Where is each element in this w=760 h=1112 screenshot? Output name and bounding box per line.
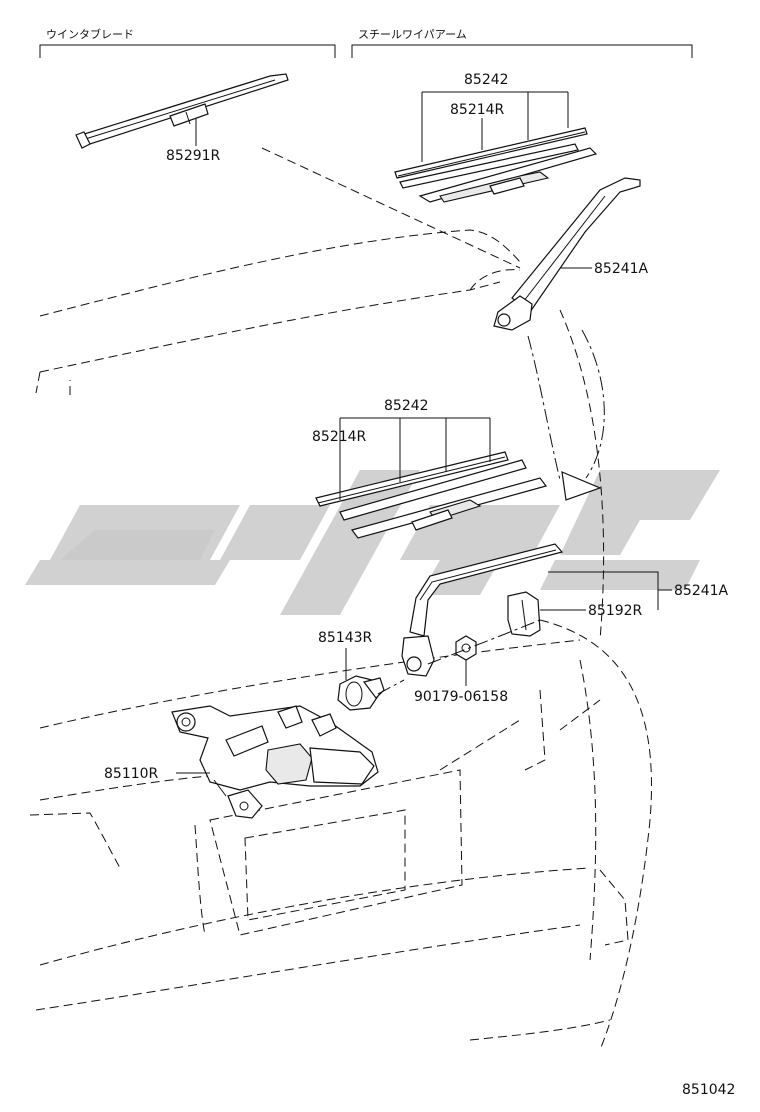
part-85241A-wiper-arm-bottom [401, 543, 564, 677]
label-85214R-mid: 85214R [312, 429, 367, 445]
label-90179-06158: 90179-06158 [414, 689, 508, 705]
label-85242-mid: 85242 [384, 398, 429, 414]
vehicle-body-outline [29, 147, 652, 1051]
part-85110R-wiper-motor [171, 705, 379, 819]
part-85242-blade-mid [350, 477, 548, 539]
part-85143R-grommet [337, 675, 385, 711]
part-85192R-cap [507, 591, 541, 637]
part-85291R-wiper-blade [75, 73, 289, 149]
group-label-steel-wiper-arm: スチールワイパアーム [358, 28, 467, 41]
figure-number: 851042 [682, 1082, 735, 1098]
label-85291R: 85291R [166, 148, 221, 164]
motion-arrow [527, 329, 605, 501]
group-bracket-steel-wiper-arm [351, 44, 693, 58]
group-label-wiper-blade: ウインタブレード [46, 27, 134, 41]
part-90179-06158-nut [455, 635, 477, 661]
centerline-grommet [377, 679, 405, 695]
part-85241A-wiper-arm-top [493, 177, 641, 331]
label-85242-top: 85242 [464, 72, 509, 88]
leaders-85242-top [421, 92, 569, 162]
part-85214R-rubber-top [394, 127, 588, 189]
part-85242-blade-top [418, 147, 598, 203]
leader-85241A-bottom [548, 571, 672, 610]
group-bracket-wiper-blade [39, 44, 336, 58]
part-85214R-rubber-mid [315, 451, 527, 521]
label-85143R: 85143R [318, 630, 373, 646]
leaders-85242-mid [339, 418, 491, 500]
label-85192R: 85192R [588, 603, 643, 619]
label-85241A-top: 85241A [594, 261, 649, 277]
label-85241A-bottom: 85241A [674, 583, 729, 599]
centerline-mid [427, 619, 541, 665]
label-85214R-top: 85214R [450, 102, 505, 118]
label-85110R: 85110R [104, 766, 159, 782]
